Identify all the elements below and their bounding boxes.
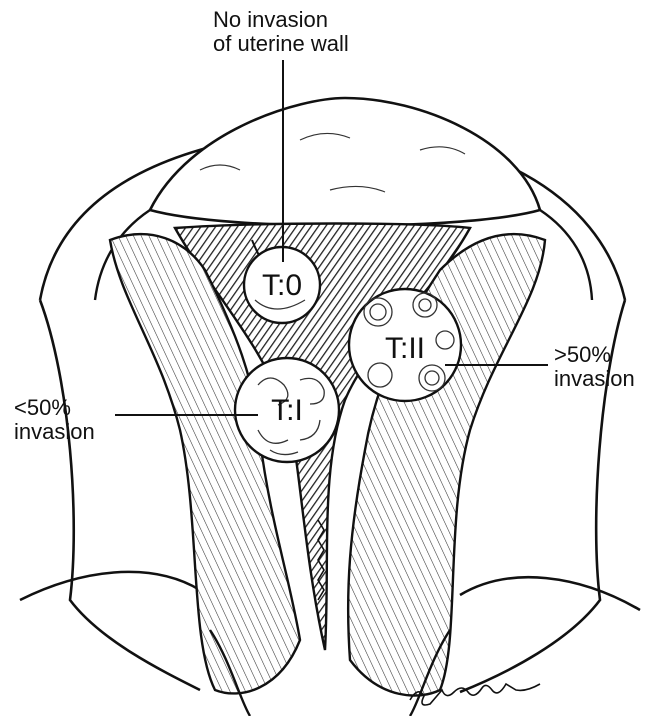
stage-label-t2: T:II	[385, 332, 425, 365]
stage-label-t0: T:0	[262, 269, 302, 302]
tumor-t2: T:II	[349, 289, 461, 401]
caption-greater-than-50: >50% invasion	[554, 343, 635, 391]
caption-line-1: No invasion	[213, 8, 349, 32]
caption-line-2: invasion	[14, 420, 95, 444]
caption-line-2: of uterine wall	[213, 32, 349, 56]
caption-line-1: <50%	[14, 396, 95, 420]
stage-label-t1: T:I	[271, 394, 303, 427]
caption-line-2: invasion	[554, 367, 635, 391]
caption-line-1: >50%	[554, 343, 635, 367]
caption-less-than-50: <50% invasion	[14, 396, 95, 444]
caption-no-invasion: No invasion of uterine wall	[213, 8, 349, 56]
tumor-t1: T:I	[235, 358, 339, 462]
